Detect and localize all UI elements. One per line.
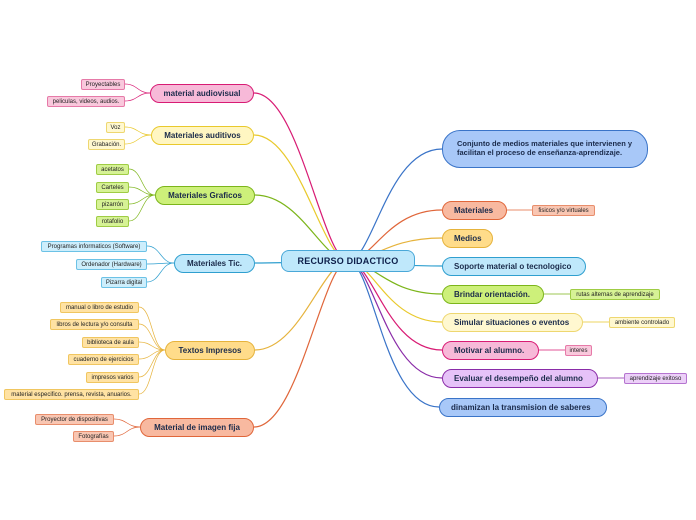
leaf-pizarron[interactable]: pizarrón: [96, 199, 129, 210]
branch-materiales-tic[interactable]: Materiales Tic.: [174, 254, 255, 273]
branch-materiales[interactable]: Materiales: [442, 201, 507, 220]
link-leaf-2-1: [128, 186, 156, 196]
leaf-fotografias[interactable]: Fotografías: [73, 431, 114, 442]
link-leaf-0-1: [124, 92, 151, 102]
leaf-voz[interactable]: Voz: [106, 122, 125, 133]
link-leaf-5-0: [113, 418, 141, 428]
branch-medios[interactable]: Medios: [442, 229, 493, 248]
branch-materiales-graficos[interactable]: Materiales Graficos: [155, 186, 255, 205]
link-left-4: [254, 260, 349, 351]
link-leaf-4-5: [138, 349, 166, 395]
leaf-libros-lectura[interactable]: libros de lectura y/o consulta: [50, 319, 139, 330]
link-left-1: [253, 134, 349, 262]
branch-materiales-auditivos[interactable]: Materiales auditivos: [151, 126, 254, 145]
leaf-carteles[interactable]: Carteles: [96, 182, 129, 193]
leaf-ordenador[interactable]: Ordenador (Hardware): [76, 259, 147, 270]
leaf-grabacion[interactable]: Grabación.: [88, 139, 125, 150]
branch-brindar-orientacion[interactable]: Brindar orientación.: [442, 285, 544, 304]
leaf-proyector[interactable]: Proyector de dispositivas: [35, 414, 114, 425]
leaf-proyectables[interactable]: Proyectables: [81, 79, 125, 90]
link-leaf-0-0: [124, 83, 151, 94]
leaf-pizarra-digital[interactable]: Pizarra digital: [101, 277, 147, 288]
link-leaf-4-0: [138, 306, 166, 351]
branch-simular-situaciones[interactable]: Simular situaciones o eventos: [442, 313, 583, 332]
branch-conjunto-medios[interactable]: Conjunto de medios materiales que interv…: [442, 130, 648, 168]
leaf-peliculas[interactable]: peliculas, videos, audios.: [47, 96, 125, 107]
link-left-5: [253, 260, 349, 428]
leaf-rotafolio[interactable]: rotafolio: [96, 216, 129, 227]
leaf-biblioteca[interactable]: biblioteca de aula: [82, 337, 139, 348]
link-right-0: [347, 148, 443, 262]
leaf-impresos-varios[interactable]: impresos varios: [86, 372, 139, 383]
leaf-material-especifico[interactable]: material especifico. prensa, revista, an…: [4, 389, 139, 400]
central-topic[interactable]: RECURSO DIDACTICO: [281, 250, 415, 272]
link-right-6: [347, 260, 443, 351]
leaf-cuaderno[interactable]: cuaderno de ejercicios: [68, 354, 139, 365]
branch-material-imagen-fija[interactable]: Material de imagen fija: [140, 418, 254, 437]
leaf-acetatos[interactable]: acetatos: [96, 164, 129, 175]
leaf-rutas-alternas[interactable]: rutas alternas de aprendizaje: [570, 289, 660, 300]
link-leaf-1-1: [124, 134, 152, 145]
leaf-fisicos-virtuales[interactable]: fisicos y/o virtuales: [532, 205, 595, 216]
link-leaf-3-2: [146, 262, 175, 283]
link-leaf-3-0: [146, 245, 175, 264]
link-right-7: [347, 260, 443, 379]
link-leaf-4-1: [138, 323, 166, 351]
leaf-ambiente-controlado[interactable]: ambiente controlado: [609, 317, 675, 328]
link-leaf-2-3: [128, 194, 156, 222]
link-leaf-2-2: [128, 194, 156, 205]
link-leaf-5-1: [113, 426, 141, 437]
link-leaf-1-0: [124, 126, 152, 136]
branch-soporte-material[interactable]: Soporte material o tecnologico: [442, 257, 586, 276]
branch-evaluar-desempeno[interactable]: Evaluar el desempeño del alumno: [442, 369, 598, 388]
link-leaf-2-0: [128, 168, 156, 196]
branch-textos-impresos[interactable]: Textos Impresos: [165, 341, 255, 360]
leaf-aprendizaje-exitoso[interactable]: aprendizaje exitoso: [624, 373, 687, 384]
link-left-0: [253, 92, 349, 262]
leaf-programas-informaticos[interactable]: Programas informaticos (Software): [41, 241, 147, 252]
leaf-manual[interactable]: manual o libro de estudio: [60, 302, 139, 313]
link-leaf-4-2: [138, 341, 166, 351]
leaf-interes[interactable]: interes: [565, 345, 592, 356]
branch-dinamizan-transmision[interactable]: dinamizan la transmision de saberes: [439, 398, 607, 417]
branch-motivar-alumno[interactable]: Motivar al alumno.: [442, 341, 539, 360]
branch-material-audiovisual[interactable]: material audiovisual: [150, 84, 254, 103]
